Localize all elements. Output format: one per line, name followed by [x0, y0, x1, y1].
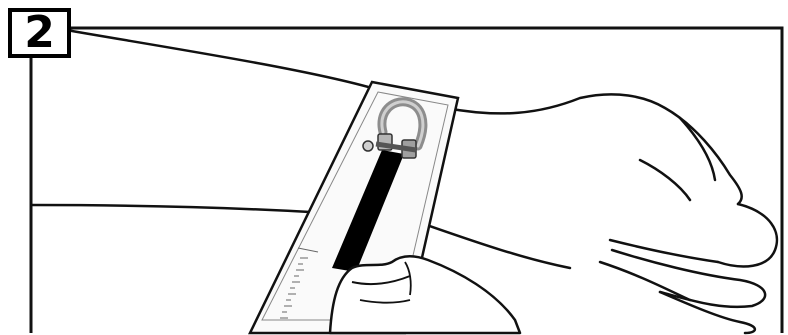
pinching-hand	[330, 256, 520, 333]
step-number-badge: 2	[8, 8, 71, 58]
